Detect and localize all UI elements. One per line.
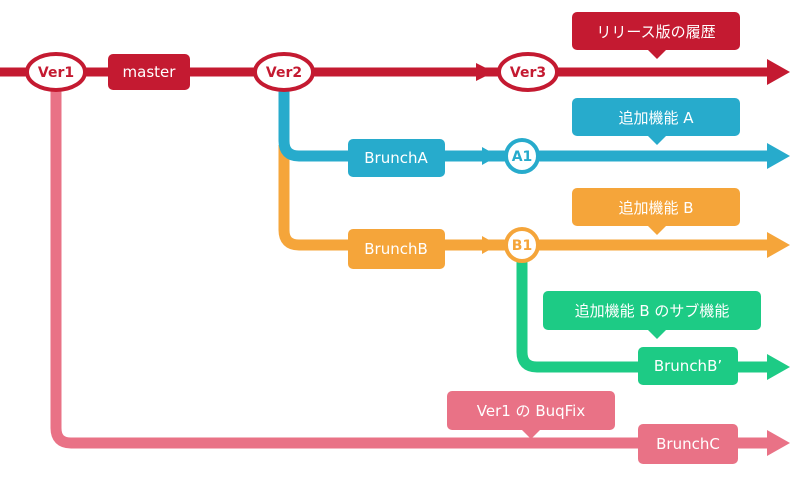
branch-label-brunchC-text: BrunchC bbox=[656, 435, 720, 453]
brunchb-sub-line bbox=[516, 250, 768, 373]
brunchb-sub-arrowhead bbox=[767, 354, 790, 380]
master-arrowhead bbox=[767, 59, 790, 85]
callout-feature-b: 追加機能 B bbox=[572, 188, 740, 235]
node-ver2-label: Ver2 bbox=[266, 65, 302, 81]
branch-label-master: master bbox=[108, 54, 190, 90]
node-ver1-label: Ver1 bbox=[38, 65, 74, 81]
callout-release-history-text: リリース版の履歴 bbox=[596, 23, 715, 41]
brunchA-mid-arrow bbox=[482, 147, 498, 165]
brunchb-line bbox=[278, 145, 768, 251]
brunchA-arrowhead bbox=[767, 143, 790, 169]
callout-ver1-bugfix-text: Ver1 の BuqFix bbox=[477, 402, 586, 420]
node-ver1: Ver1 bbox=[25, 52, 87, 92]
node-ver3: Ver3 bbox=[497, 52, 559, 92]
callout-feature-b-sub-text: 追加機能 B のサブ機能 bbox=[575, 302, 730, 320]
brunchb-arrowhead bbox=[767, 232, 790, 258]
callout-feature-b-sub: 追加機能 B のサブ機能 bbox=[543, 291, 761, 339]
callout-ver1-bugfix: Ver1 の BuqFix bbox=[447, 391, 615, 439]
brunchc-arrowhead bbox=[767, 430, 790, 456]
callout-feature-a: 追加機能 A bbox=[572, 98, 740, 145]
brunchb-mid-arrow bbox=[482, 236, 498, 254]
node-ver3-label: Ver3 bbox=[510, 65, 546, 81]
callout-feature-b-text: 追加機能 B bbox=[618, 199, 693, 217]
callout-feature-a-text: 追加機能 A bbox=[618, 109, 694, 127]
branch-label-brunchB: BrunchB bbox=[348, 229, 445, 269]
node-ver2: Ver2 bbox=[253, 52, 315, 92]
brunchA-line bbox=[278, 72, 768, 162]
branch-label-master-text: master bbox=[123, 63, 177, 81]
branch-label-brunchC: BrunchC bbox=[638, 424, 738, 464]
brunchc-line bbox=[50, 72, 768, 449]
branch-label-brunchB-prime-text: BrunchB’ bbox=[654, 357, 722, 375]
branch-label-brunchB-prime: BrunchB’ bbox=[638, 347, 738, 385]
branch-label-brunchB-text: BrunchB bbox=[364, 240, 428, 258]
callout-release-history: リリース版の履歴 bbox=[572, 12, 740, 59]
node-a1: A1 bbox=[504, 138, 540, 174]
branch-label-brunchA-text: BrunchA bbox=[364, 149, 428, 167]
node-b1: B1 bbox=[504, 227, 540, 263]
master-mid-arrow bbox=[476, 63, 494, 81]
branch-label-brunchA: BrunchA bbox=[348, 139, 445, 177]
node-b1-label: B1 bbox=[512, 238, 532, 254]
node-a1-label: A1 bbox=[512, 149, 533, 165]
